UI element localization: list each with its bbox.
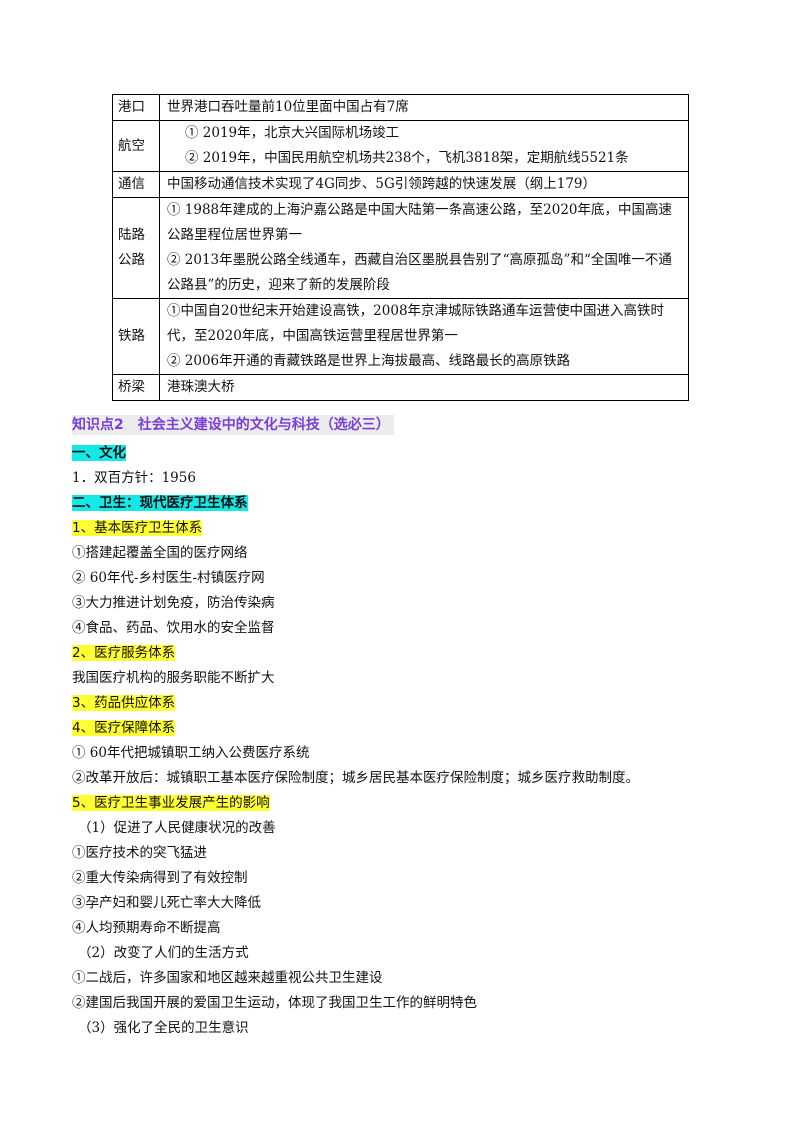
section-title: 知识点2 社会主义建设中的文化与科技（选必三） <box>72 415 394 435</box>
row-key: 桥梁 <box>112 374 160 401</box>
list-item: 我国医疗机构的服务职能不断扩大 <box>72 670 275 686</box>
list-item: ①搭建起覆盖全国的医疗网络 <box>72 545 248 561</box>
subheading: （1）促进了人民健康状况的改善 <box>78 820 276 836</box>
list-item: ②建国后我国开展的爱国卫生运动，体现了我国卫生工作的鲜明特色 <box>72 995 477 1011</box>
row-content: ① 1988年建成的上海沪嘉公路是中国大陆第一条高速公路，至2020年底，中国高… <box>159 197 689 299</box>
row-content: 中国移动通信技术实现了4G同步、5G引领跨越的快速发展（纲上179） <box>159 171 689 198</box>
row-content: ① 2019年，北京大兴国际机场竣工 ② 2019年，中国民用航空机场共238个… <box>159 120 689 172</box>
list-item: ① 60年代把城镇职工纳入公费医疗系统 <box>72 745 310 761</box>
row-key: 港口 <box>112 94 160 121</box>
list-item: ①医疗技术的突飞猛进 <box>72 845 207 861</box>
list-item: ③大力推进计划免疫，防治传染病 <box>72 595 275 611</box>
table-row: 港口 世界港口吞吐量前10位里面中国占有7席 <box>112 94 689 121</box>
row-key: 通信 <box>112 171 160 198</box>
subheading: （3）强化了全民的卫生意识 <box>78 1020 249 1036</box>
table-row: 铁路 ①中国自20世纪末开始建设高铁，2008年京津城际铁路通车运营使中国进入高… <box>112 298 689 375</box>
row-content: ①中国自20世纪末开始建设高铁，2008年京津城际铁路通车运营使中国进入高铁时代… <box>159 298 689 375</box>
heading-drug-system: 3、药品供应体系 <box>72 695 176 711</box>
list-item: ③孕产妇和婴儿死亡率大大降低 <box>72 895 261 911</box>
list-item: ④食品、药品、饮用水的安全监督 <box>72 620 275 636</box>
row-key: 陆路公路 <box>112 197 160 299</box>
table-row: 航空 ① 2019年，北京大兴国际机场竣工 ② 2019年，中国民用航空机场共2… <box>112 120 689 172</box>
achievements-table: 港口 世界港口吞吐量前10位里面中国占有7席 航空 ① 2019年，北京大兴国际… <box>112 94 689 401</box>
subheading: （2）改变了人们的生活方式 <box>78 945 249 961</box>
list-item: 1．双百方针：1956 <box>72 470 196 486</box>
row-key: 铁路 <box>112 298 160 375</box>
row-key: 航空 <box>112 120 160 172</box>
row-content: 世界港口吞吐量前10位里面中国占有7席 <box>159 94 689 121</box>
heading-service-system: 2、医疗服务体系 <box>72 645 176 661</box>
table-row: 陆路公路 ① 1988年建成的上海沪嘉公路是中国大陆第一条高速公路，至2020年… <box>112 197 689 299</box>
row-content: 港珠澳大桥 <box>159 374 689 401</box>
heading-health: 二、卫生：现代医疗卫生体系 <box>72 495 248 511</box>
table-row: 桥梁 港珠澳大桥 <box>112 374 689 401</box>
list-item: ①二战后，许多国家和地区越来越重视公共卫生建设 <box>72 970 383 986</box>
table-row: 通信 中国移动通信技术实现了4G同步、5G引领跨越的快速发展（纲上179） <box>112 171 689 198</box>
list-item: ④人均预期寿命不断提高 <box>72 920 221 936</box>
list-item: ② 60年代-乡村医生-村镇医疗网 <box>72 570 265 586</box>
heading-impact: 5、医疗卫生事业发展产生的影响 <box>72 795 270 811</box>
heading-culture: 一、文化 <box>72 445 126 461</box>
heading-basic-system: 1、基本医疗卫生体系 <box>72 520 203 536</box>
heading-insurance-system: 4、医疗保障体系 <box>72 720 176 736</box>
notes-section: 知识点2 社会主义建设中的文化与科技（选必三） 一、文化 1．双百方针：1956… <box>72 412 722 1041</box>
list-item: ②重大传染病得到了有效控制 <box>72 870 248 886</box>
list-item: ②改革开放后：城镇职工基本医疗保险制度；城乡居民基本医疗保险制度；城乡医疗救助制… <box>72 770 639 786</box>
